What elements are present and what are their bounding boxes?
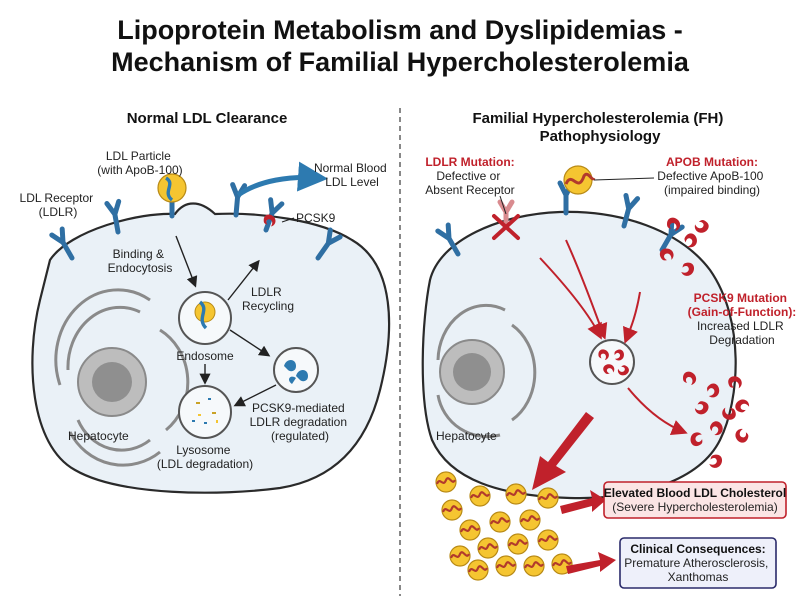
binding-label: Binding & Endocytosis <box>108 247 173 275</box>
ldl-particle-label: LDL Particle (with ApoB-100) <box>97 149 182 177</box>
normal-blood-label: Normal Blood LDL Level <box>314 161 390 189</box>
ldlr-mutation-text: Defective or Absent Receptor <box>425 169 514 197</box>
elevated-box-sub: (Severe Hypercholesterolemia) <box>612 500 777 514</box>
clinical-arrow <box>566 552 616 574</box>
right-header: Familial Hypercholesterolemia (FH) Patho… <box>472 110 727 145</box>
pcsk9-mutation-title: PCSK9 Mutation (Gain-of-Function): <box>688 291 797 319</box>
nucleolus-icon <box>92 362 132 402</box>
hepatocyte-label-left: Hepatocyte <box>68 429 129 443</box>
ldlr-mutation-leader <box>499 195 507 215</box>
clinical-consequences-box: Clinical Consequences: Premature Atheros… <box>619 537 777 589</box>
right-flow-arrows <box>539 239 688 435</box>
normal-level-arrow <box>236 161 328 198</box>
clinical-box-text: Premature Atherosclerosis, Xanthomas <box>624 556 771 584</box>
lysosome-icon <box>178 385 232 439</box>
defective-ldl-icon <box>563 165 596 195</box>
left-header: Normal LDL Clearance <box>127 110 288 127</box>
diagram-title: Lipoprotein Metabolism and Dyslipidemias… <box>0 14 800 78</box>
endoplasmic-reticulum-icon <box>54 288 190 467</box>
hepatocyte-cell-right <box>421 210 737 500</box>
elevated-ldl-box: Elevated Blood LDL Cholesterol (Severe H… <box>603 481 787 519</box>
pcsk9-vesicle-icon <box>273 347 319 393</box>
ldl-receptor-label: LDL Receptor (LDLR) <box>20 191 97 219</box>
title-line-1: Lipoprotein Metabolism and Dyslipidemias… <box>117 15 683 45</box>
pcsk9-mutation-text: Increased LDLR Degradation <box>697 319 787 347</box>
apob-mutation-title: APOB Mutation: <box>666 155 758 169</box>
pcsk9-label-left: PCSK9 <box>296 211 336 225</box>
title-line-2: Mechanism of Familial Hypercholesterolem… <box>111 47 689 77</box>
nucleolus-icon-right <box>453 353 491 391</box>
ldlr-mutation-title: LDLR Mutation: <box>425 155 514 169</box>
apob-mutation-leader <box>593 177 655 181</box>
pcsk9-leader <box>281 217 295 223</box>
hepatocyte-label-right: Hepatocyte <box>436 429 497 443</box>
elevated-arrow <box>560 490 606 514</box>
ldl-particle-icon <box>157 173 187 203</box>
hepatocyte-cell-left <box>31 202 391 494</box>
left-flow-arrows <box>175 235 277 407</box>
recycling-label: LDLR Recycling <box>242 285 294 313</box>
endoplasmic-reticulum-icon-right <box>436 303 537 439</box>
elevated-box-title: Elevated Blood LDL Cholesterol <box>604 486 786 500</box>
clinical-box-title: Clinical Consequences: <box>630 542 765 556</box>
endosome-icon <box>178 291 232 345</box>
degradation-vesicle-icon <box>589 339 635 385</box>
pcsk9-degradation-label: PCSK9-mediated LDLR degradation (regulat… <box>250 401 351 443</box>
apob-mutation-text: Defective ApoB-100 (impaired binding) <box>657 169 766 197</box>
endosome-label: Endosome <box>176 349 234 363</box>
lysosome-label: Lysosome (LDL degradation) <box>157 443 253 471</box>
ldl-accumulation-arrow <box>532 412 594 490</box>
